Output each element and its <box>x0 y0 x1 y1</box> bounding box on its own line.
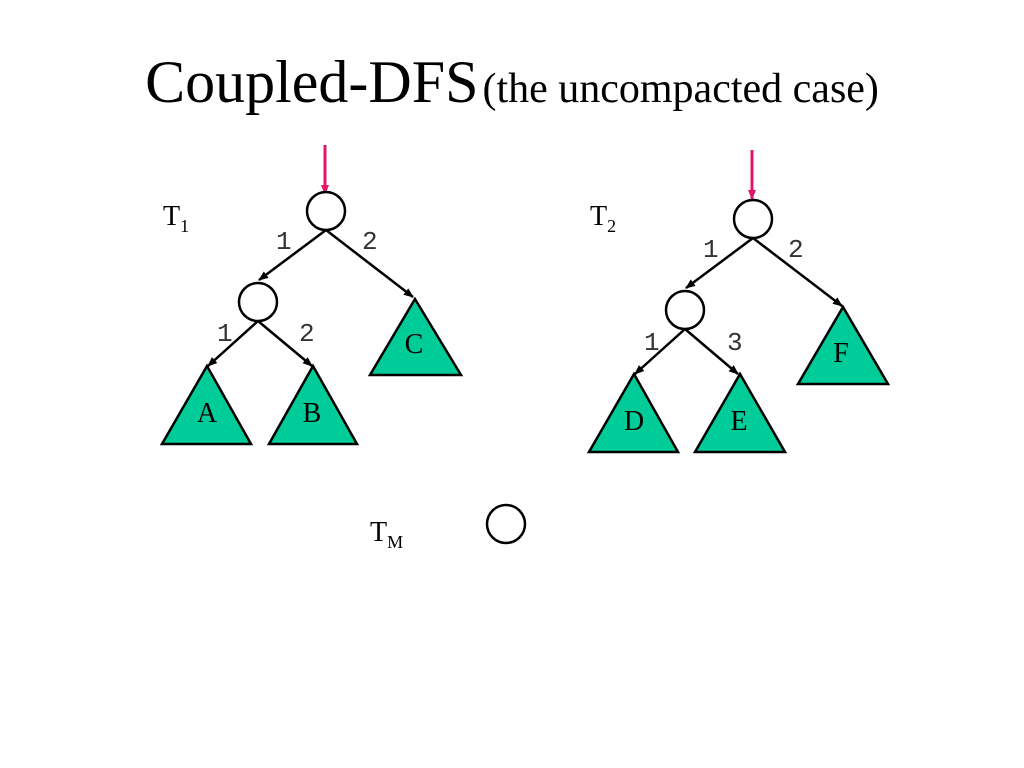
t2-edge-inner-right <box>684 328 739 375</box>
t1-root-node <box>305 190 347 232</box>
t2-root-node <box>732 198 774 240</box>
t1-edge-root-right <box>325 229 414 298</box>
t2-edge-root-left <box>685 236 754 290</box>
t1-edge-label-inner-right: 2 <box>299 319 315 349</box>
tree-t1-label: T1 <box>163 201 189 236</box>
tm-root-node <box>485 503 527 545</box>
subtree-b-triangle <box>266 363 360 446</box>
t2-inner-node <box>664 289 706 331</box>
subtree-d-label: D <box>624 406 644 437</box>
t2-edge-label-root-right: 2 <box>788 235 804 265</box>
t2-edge-label-inner-left: 1 <box>644 328 660 358</box>
tree-t2: T2 1 2 1 3 D E F <box>586 150 891 454</box>
t1-edge-inner-left <box>207 320 259 367</box>
tree-t2-label: T2 <box>590 201 616 236</box>
subtree-a-label: A <box>197 398 218 429</box>
subtree-e-triangle <box>692 371 788 454</box>
t1-edge-root-left <box>258 228 327 282</box>
tree-tm: TM <box>370 503 527 552</box>
subtree-e-label: E <box>730 406 747 437</box>
subtree-d-triangle <box>586 371 681 454</box>
subtree-c-triangle <box>367 296 464 377</box>
t2-edge-label-root-left: 1 <box>703 235 719 265</box>
t1-edge-label-root-right: 2 <box>362 227 378 257</box>
t2-edge-root-right <box>752 237 843 307</box>
t1-edge-label-root-left: 1 <box>276 227 292 257</box>
subtree-a-triangle <box>159 363 254 446</box>
t1-edge-label-inner-left: 1 <box>217 319 233 349</box>
subtree-f-label: F <box>833 338 849 369</box>
title-subtitle: (the uncompacted case) <box>482 66 879 112</box>
t2-edge-label-inner-right: 3 <box>727 328 743 358</box>
slide-title: Coupled-DFS (the uncompacted case) <box>0 48 1024 117</box>
title-main: Coupled-DFS <box>145 49 479 115</box>
subtree-c-label: C <box>405 329 424 360</box>
tree-tm-label: TM <box>370 517 403 552</box>
t2-edge-inner-left <box>634 328 686 375</box>
subtree-b-label: B <box>303 398 322 429</box>
t1-edge-inner-right <box>257 320 313 367</box>
tree-t1: T1 1 2 1 2 A B C <box>159 145 464 446</box>
t1-inner-node <box>237 281 279 323</box>
subtree-f-triangle <box>795 304 891 386</box>
